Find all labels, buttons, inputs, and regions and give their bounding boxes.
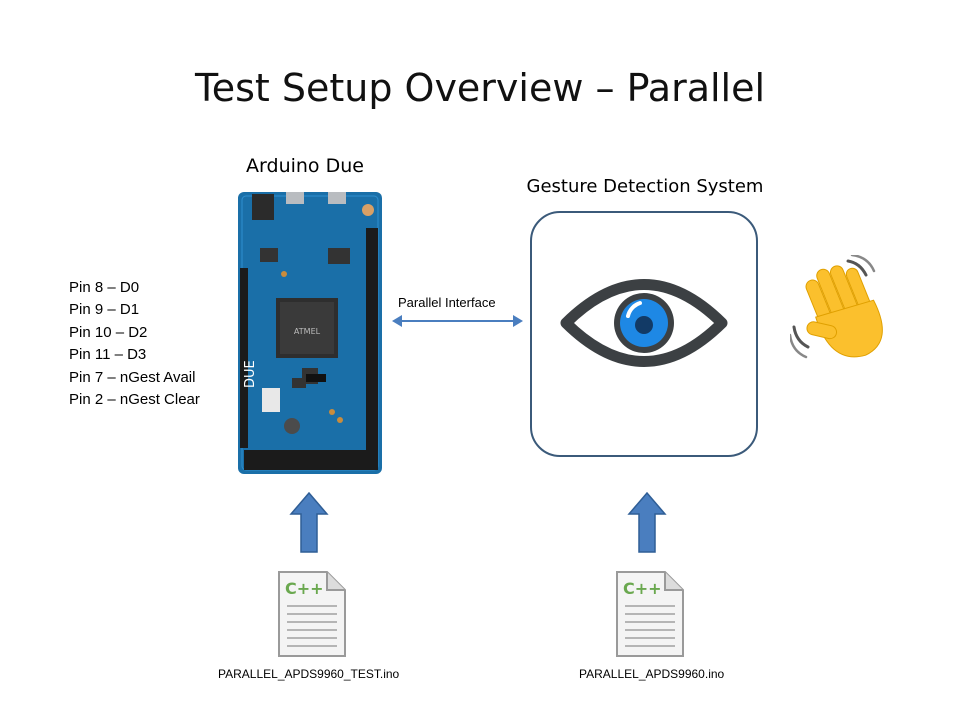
- cpp-file-icon: C++: [278, 571, 346, 657]
- arrow-up-icon: [627, 492, 667, 553]
- pin-item: Pin 9 – D1: [69, 301, 140, 319]
- arduino-board-image: ATMEL DUE: [238, 192, 382, 474]
- waving-hand-icon: [790, 255, 883, 359]
- pin-item: Pin 2 – nGest Clear: [69, 391, 200, 409]
- parallel-interface-arrow: [392, 315, 523, 327]
- gesture-system-label: Gesture Detection System: [526, 176, 764, 197]
- file-name-label: PARALLEL_APDS9960.ino: [579, 667, 725, 681]
- interface-label: Parallel Interface: [398, 295, 496, 310]
- eye-icon: [560, 279, 728, 367]
- arrow-up-icon: [289, 492, 329, 553]
- pin-item: Pin 8 – D0: [69, 279, 140, 296]
- svg-text:ATMEL: ATMEL: [294, 327, 321, 336]
- file-name-label: PARALLEL_APDS9960_TEST.ino: [218, 667, 400, 681]
- pin-item: Pin 7 – nGest Avail: [69, 368, 196, 386]
- arduino-label: Arduino Due: [246, 155, 364, 177]
- page-title: Test Setup Overview – Parallel: [194, 66, 766, 110]
- pin-list: Pin 8 – D0 Pin 9 – D1 Pin 10 – D2 Pin 11…: [69, 277, 200, 411]
- cpp-label: C++: [285, 579, 324, 598]
- pin-item: Pin 11 – D3: [69, 346, 147, 364]
- cpp-label: C++: [623, 579, 662, 598]
- pin-item: Pin 10 – D2: [69, 323, 148, 341]
- board-text: DUE: [243, 360, 258, 388]
- cpp-file-icon: C++: [616, 571, 684, 657]
